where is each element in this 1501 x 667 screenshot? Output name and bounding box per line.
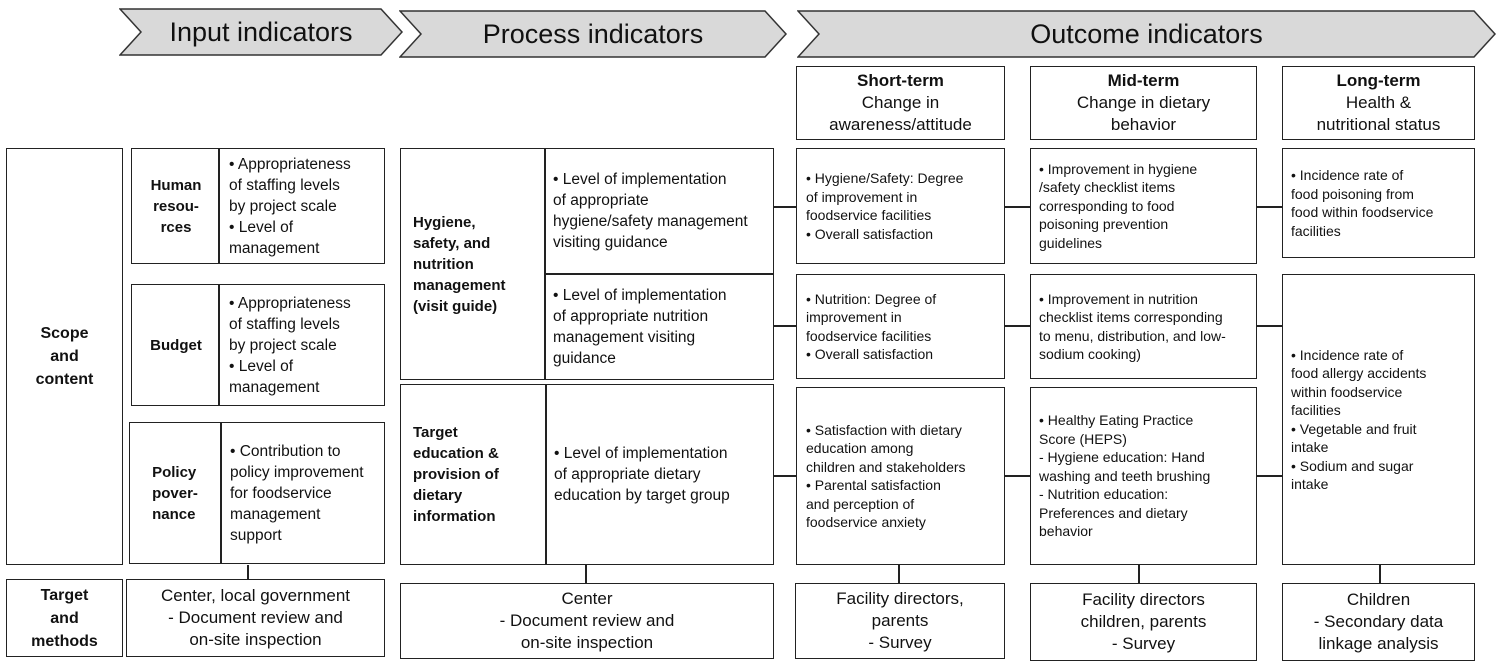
hygiene-process-text-cell: • Level of implementation of appropriate… xyxy=(553,149,771,273)
education-process-text-cell: • Level of implementation of appropriate… xyxy=(554,385,772,564)
short-term-desc: Change in awareness/attitude xyxy=(829,93,972,134)
short-term-education-text: • Satisfaction with dietary education am… xyxy=(806,421,966,531)
hygiene-process-text: • Level of implementation of appropriate… xyxy=(553,171,748,251)
human-resources-label: Human resou- rces xyxy=(150,176,202,236)
mid-term-nutrition-box: • Improvement in nutrition checklist ite… xyxy=(1030,274,1257,379)
connector-process-method xyxy=(585,565,587,583)
outcome-indicators-label: Outcome indicators xyxy=(1030,18,1263,49)
hygiene-process-label: Hygiene, safety, and nutrition managemen… xyxy=(413,213,506,315)
human-resources-box: Human resou- rces • Appropriateness of s… xyxy=(131,148,385,264)
input-methods-text: Center, local government - Document revi… xyxy=(161,586,350,649)
mid-term-nutrition-text: • Improvement in nutrition checklist ite… xyxy=(1039,290,1226,363)
mid-term-education-text: • Healthy Eating Practice Score (HEPS) -… xyxy=(1039,412,1211,540)
scope-content-label: Scope and content xyxy=(35,325,94,388)
education-process-divider xyxy=(545,385,547,564)
input-indicators-label: Input indicators xyxy=(169,16,353,47)
connector-nutrition-long xyxy=(1257,325,1282,327)
human-resources-text: • Appropriateness of staffing levels by … xyxy=(229,155,351,257)
nutrition-process-text: • Level of implementation of appropriate… xyxy=(553,287,727,367)
short-term-education-box: • Satisfaction with dietary education am… xyxy=(796,387,1005,565)
connector-nutrition-mid xyxy=(1005,325,1030,327)
hygiene-process-label-cell: Hygiene, safety, and nutrition managemen… xyxy=(413,149,543,379)
mid-term-education-box: • Healthy Eating Practice Score (HEPS) -… xyxy=(1030,387,1257,565)
target-methods-label: Target and methods xyxy=(31,586,98,650)
input-arrow-shape xyxy=(119,8,404,56)
input-indicators-arrow: Input indicators xyxy=(119,8,404,56)
budget-label-cell: Budget xyxy=(132,285,220,405)
connector-education-short xyxy=(774,475,796,477)
long-term-rest-text: • Incidence rate of food allergy acciden… xyxy=(1291,346,1427,493)
process-indicators-arrow: Process indicators xyxy=(399,10,788,58)
connector-hygiene-short xyxy=(774,206,796,208)
education-process-label: Target education & provision of dietary … xyxy=(413,424,499,525)
budget-text: • Appropriateness of staffing levels by … xyxy=(229,294,351,396)
input-methods-box: Center, local government - Document revi… xyxy=(126,579,385,657)
short-term-nutrition-box: • Nutrition: Degree of improvement in fo… xyxy=(796,274,1005,379)
connector-nutrition-short xyxy=(774,325,796,327)
budget-box: Budget • Appropriateness of staffing lev… xyxy=(131,284,385,406)
human-resources-divider xyxy=(218,149,220,263)
connector-mid-method xyxy=(1138,565,1140,583)
process-methods-box: Center - Document review and on-site ins… xyxy=(400,583,774,659)
connector-input-method xyxy=(247,565,249,579)
policy-text: • Contribution to policy improvement for… xyxy=(230,442,364,544)
education-process-text: • Level of implementation of appropriate… xyxy=(554,445,730,504)
connector-education-mid xyxy=(1005,475,1030,477)
human-resources-label-cell: Human resou- rces xyxy=(132,149,220,263)
short-term-hygiene-text: • Hygiene/Safety: Degree of improvement … xyxy=(806,170,964,242)
connector-hygiene-long xyxy=(1257,206,1282,208)
short-methods-box: Facility directors, parents - Survey xyxy=(795,583,1005,659)
policy-label-cell: Policy pover- nance xyxy=(130,423,220,563)
hygiene-nutrition-process-box: Hygiene, safety, and nutrition managemen… xyxy=(400,148,774,380)
long-term-header: Long-term Health & nutritional status xyxy=(1282,66,1475,140)
scope-content-label-box: Scope and content xyxy=(6,148,123,565)
budget-label: Budget xyxy=(150,336,202,354)
short-term-hygiene-box: • Hygiene/Safety: Degree of improvement … xyxy=(796,148,1005,264)
education-process-label-cell: Target education & provision of dietary … xyxy=(413,385,545,564)
long-term-rest-box: • Incidence rate of food allergy acciden… xyxy=(1282,274,1475,565)
mid-term-desc: Change in dietary behavior xyxy=(1076,93,1211,134)
nutrition-process-text-cell: • Level of implementation of appropriate… xyxy=(553,275,771,379)
process-methods-text: Center - Document review and on-site ins… xyxy=(499,589,675,652)
mid-term-title: Mid-term xyxy=(1107,71,1180,90)
hygiene-nutrition-split xyxy=(544,273,773,275)
long-methods-text: Children - Secondary data linkage analys… xyxy=(1313,590,1444,653)
short-term-title: Short-term xyxy=(857,71,944,90)
connector-long-method xyxy=(1379,565,1381,583)
connector-education-long xyxy=(1257,475,1282,477)
target-methods-label-box: Target and methods xyxy=(6,579,123,657)
long-term-desc: Health & nutritional status xyxy=(1316,93,1441,134)
connector-short-method xyxy=(898,565,900,583)
outcome-indicators-arrow: Outcome indicators xyxy=(797,10,1497,58)
long-term-title: Long-term xyxy=(1336,71,1421,90)
long-methods-box: Children - Secondary data linkage analys… xyxy=(1282,583,1475,661)
mid-methods-text: Facility directors children, parents - S… xyxy=(1080,590,1207,653)
short-methods-text: Facility directors, parents - Survey xyxy=(836,589,964,652)
long-term-hygiene-box: • Incidence rate of food poisoning from … xyxy=(1282,148,1475,258)
budget-divider xyxy=(218,285,220,405)
mid-term-hygiene-text: • Improvement in hygiene /safety checkli… xyxy=(1039,160,1198,251)
short-term-nutrition-text: • Nutrition: Degree of improvement in fo… xyxy=(806,290,937,363)
mid-methods-box: Facility directors children, parents - S… xyxy=(1030,583,1257,661)
process-arrow-shape xyxy=(399,10,788,58)
budget-text-cell: • Appropriateness of staffing levels by … xyxy=(229,285,384,405)
outcome-arrow-shape xyxy=(797,10,1497,58)
process-indicators-label: Process indicators xyxy=(482,18,704,49)
mid-term-header: Mid-term Change in dietary behavior xyxy=(1030,66,1257,140)
connector-hygiene-mid xyxy=(1005,206,1030,208)
education-process-box: Target education & provision of dietary … xyxy=(400,384,774,565)
policy-text-cell: • Contribution to policy improvement for… xyxy=(230,423,384,563)
short-term-header: Short-term Change in awareness/attitude xyxy=(796,66,1005,140)
mid-term-hygiene-box: • Improvement in hygiene /safety checkli… xyxy=(1030,148,1257,264)
policy-governance-box: Policy pover- nance • Contribution to po… xyxy=(129,422,385,564)
long-term-hygiene-text: • Incidence rate of food poisoning from … xyxy=(1291,167,1434,239)
policy-divider xyxy=(220,423,222,563)
human-resources-text-cell: • Appropriateness of staffing levels by … xyxy=(229,149,384,263)
policy-label: Policy pover- nance xyxy=(152,463,198,523)
hygiene-process-divider xyxy=(544,149,546,379)
